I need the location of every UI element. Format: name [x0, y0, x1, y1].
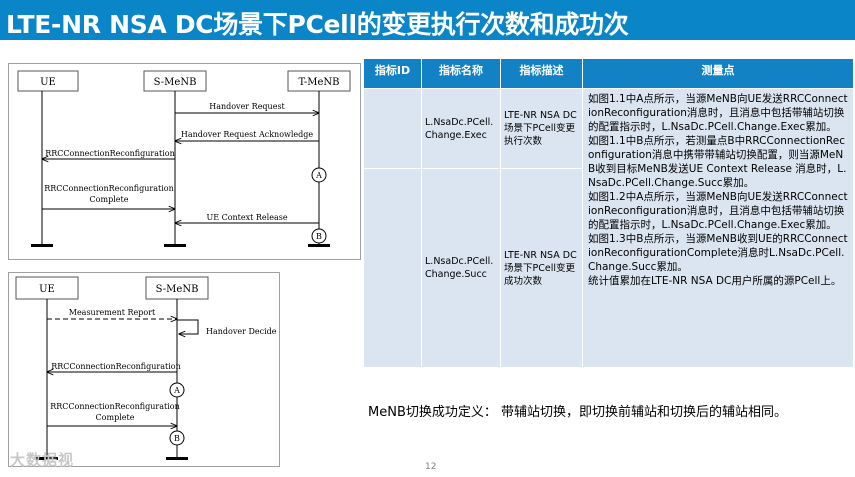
lifeline-end-smenb [164, 244, 186, 247]
menb-handover-definition: MeNB切换成功定义： 带辅站切换，即切换前辅站和切换后的辅站相同。 [368, 405, 787, 420]
table-cell-description: LTE-NR NSA DC场景下PCell变更执行次数 [500, 88, 583, 169]
msg-handover-ack: Handover Request Acknowledge [181, 130, 314, 139]
table-cell-description: LTE-NR NSA DC场景下PCell变更成功次数 [500, 168, 583, 368]
msg-handover-decide: Handover Decide [206, 327, 277, 336]
measurement-paragraph: 如图1.3中B点所示，当源MeNB收到UE的RRCConnectionRecon… [588, 233, 848, 273]
slide-title: LTE-NR NSA DC场景下PCell的变更执行次数和成功次 [6, 10, 629, 39]
table-header-description: 指标描述 [500, 58, 583, 89]
measurement-paragraph: 如图1.2中A点所示，当源MeNB向UE发送RRCConnectionRecon… [588, 191, 848, 231]
point-b-label: B [316, 232, 322, 241]
table-row: L.NsaDc.PCell.Change.Succ LTE-NR NSA DC场… [363, 168, 854, 368]
msg-handover-request: Handover Request [209, 102, 285, 111]
point-a-label: A [173, 386, 180, 395]
watermark-logo: 大数据视 [10, 451, 75, 469]
table-cell-name: L.NsaDc.PCell.Change.Exec [421, 88, 501, 169]
point-b-label: B [174, 434, 180, 443]
title-bar: LTE-NR NSA DC场景下PCell的变更执行次数和成功次 [0, 0, 855, 40]
table-header-name: 指标名称 [421, 58, 501, 89]
measurement-paragraph: 统计值累加在LTE-NR NSA DC用户所属的源PCell上。 [588, 275, 842, 287]
diagram-1-frame [8, 63, 361, 260]
node-smenb-label: S-MeNB [156, 284, 199, 295]
msg-ue-context-release: UE Context Release [206, 213, 287, 222]
point-b-marker [311, 228, 327, 244]
table-header-id: 指标ID [363, 58, 422, 89]
msg-rrc-complete-line1: RRCConnectionReconfiguration [44, 184, 174, 193]
point-b-marker [169, 430, 185, 446]
node-ue-label: UE [39, 284, 55, 295]
msg-rrc-complete-line1: RRCConnectionReconfiguration [50, 402, 180, 411]
point-a-marker [311, 167, 327, 183]
table-header-row: 指标ID 指标名称 指标描述 测量点 [363, 58, 854, 89]
table-header-measurement: 测量点 [582, 58, 854, 89]
diagram-2-frame [8, 272, 280, 467]
lifeline-end-ue [31, 244, 53, 247]
sequence-diagram-1: UE S-MeNB T-MeNB Handover Request Handov… [8, 63, 361, 260]
msg-rrc-reconf: RRCConnectionReconfiguration [45, 149, 175, 158]
node-ue-box [17, 70, 79, 92]
measurement-paragraph: 如图1.1中B点所示，若测量点B中RRCConnectionReconfigur… [588, 135, 847, 189]
point-a-label: A [315, 171, 322, 180]
table-cell-id [363, 168, 422, 368]
lifeline-end-tmenb [308, 244, 330, 247]
table-cell-id [363, 88, 422, 169]
page-number: 12 [425, 462, 437, 472]
node-tmenb-label: T-MeNB [298, 77, 339, 88]
metrics-table: 指标ID 指标名称 指标描述 测量点 L.NsaDc.PCell.Change.… [363, 58, 854, 368]
msg-rrc-complete-line2: Complete [90, 195, 129, 204]
node-smenb-label: S-MeNB [154, 77, 197, 88]
lifeline-end-smenb [166, 457, 188, 460]
sequence-diagram-2: UE S-MeNB Measurement Report Handover De… [8, 272, 280, 467]
table-cell-name: L.NsaDc.PCell.Change.Succ [421, 168, 501, 368]
sequence-diagram-2-svg: UE S-MeNB Measurement Report Handover De… [8, 272, 280, 467]
msg-rrc-reconf: RRCConnectionReconfiguration [51, 362, 181, 371]
lifeline-end-ue [36, 457, 58, 460]
msg-handover-decide-arrow [177, 319, 199, 334]
measurement-paragraph: 如图1.1中A点所示，当源MeNB向UE发送RRCConnectionRecon… [588, 93, 848, 133]
msg-measurement-report: Measurement Report [69, 308, 156, 317]
msg-rrc-complete-line2: Complete [96, 413, 135, 422]
point-a-marker [169, 382, 185, 398]
table-row: L.NsaDc.PCell.Change.Exec LTE-NR NSA DC场… [363, 88, 854, 368]
table-cell-measurement: 如图1.1中A点所示，当源MeNB向UE发送RRCConnectionRecon… [582, 88, 854, 368]
sequence-diagram-1-svg: UE S-MeNB T-MeNB Handover Request Handov… [8, 63, 361, 260]
node-ue-label: UE [40, 77, 56, 88]
